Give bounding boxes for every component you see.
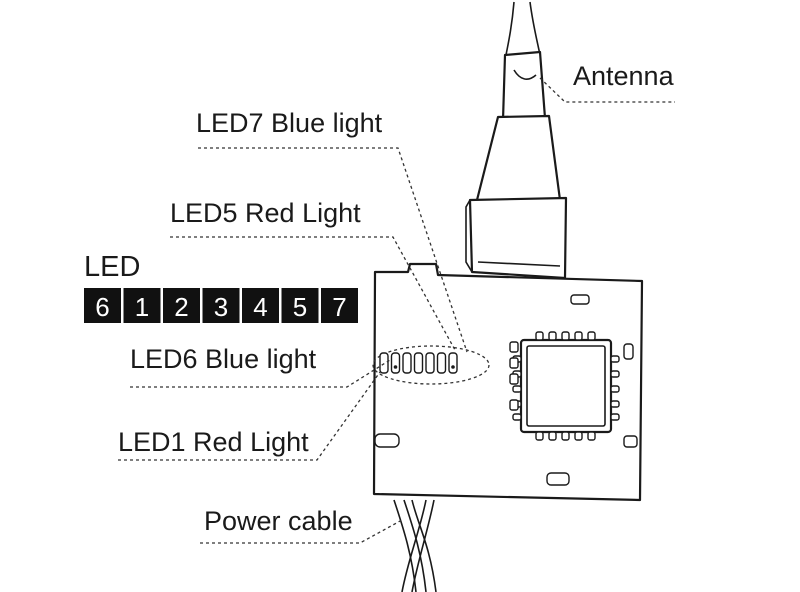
led-order-cell-7: 7 — [321, 288, 358, 323]
led-order-number: 1 — [135, 292, 149, 322]
board-led — [390, 352, 401, 374]
led-order-cell-6: 6 — [84, 288, 121, 323]
led-order-number: 6 — [95, 292, 109, 322]
led-order-number: 3 — [214, 292, 228, 322]
leader-lines — [118, 77, 675, 544]
board-led — [379, 352, 389, 374]
main-chip — [512, 331, 620, 441]
led7-label: LED7 Blue light — [196, 108, 383, 138]
led-order-cell-4: 4 — [242, 288, 279, 323]
led-order-cell-1: 1 — [123, 288, 161, 323]
led-row — [372, 345, 490, 385]
antenna-cable — [465, 1, 568, 280]
board-led — [425, 352, 435, 374]
power-cable — [393, 499, 437, 592]
power-cable-label: Power cable — [204, 506, 353, 536]
led-order-number: 5 — [293, 292, 307, 322]
led-order-cell-2: 2 — [163, 288, 200, 323]
led-order-number: 7 — [332, 292, 346, 322]
board-led — [436, 352, 447, 374]
led-header-label: LED — [84, 251, 140, 283]
antenna-label: Antenna — [573, 61, 675, 91]
smd-components — [374, 294, 638, 486]
led6-label: LED6 Blue light — [130, 344, 317, 374]
led-order-cell-3: 3 — [202, 288, 240, 323]
board-led — [413, 352, 424, 374]
board-led — [402, 352, 412, 374]
led-order-number: 4 — [253, 292, 267, 322]
led5-label: LED5 Red Light — [170, 198, 361, 228]
led-order-number: 2 — [174, 292, 188, 322]
board-led — [448, 352, 458, 374]
pcb-board — [372, 262, 644, 502]
led-order-cell-5: 5 — [281, 288, 319, 323]
led1-label: LED1 Red Light — [118, 427, 309, 457]
